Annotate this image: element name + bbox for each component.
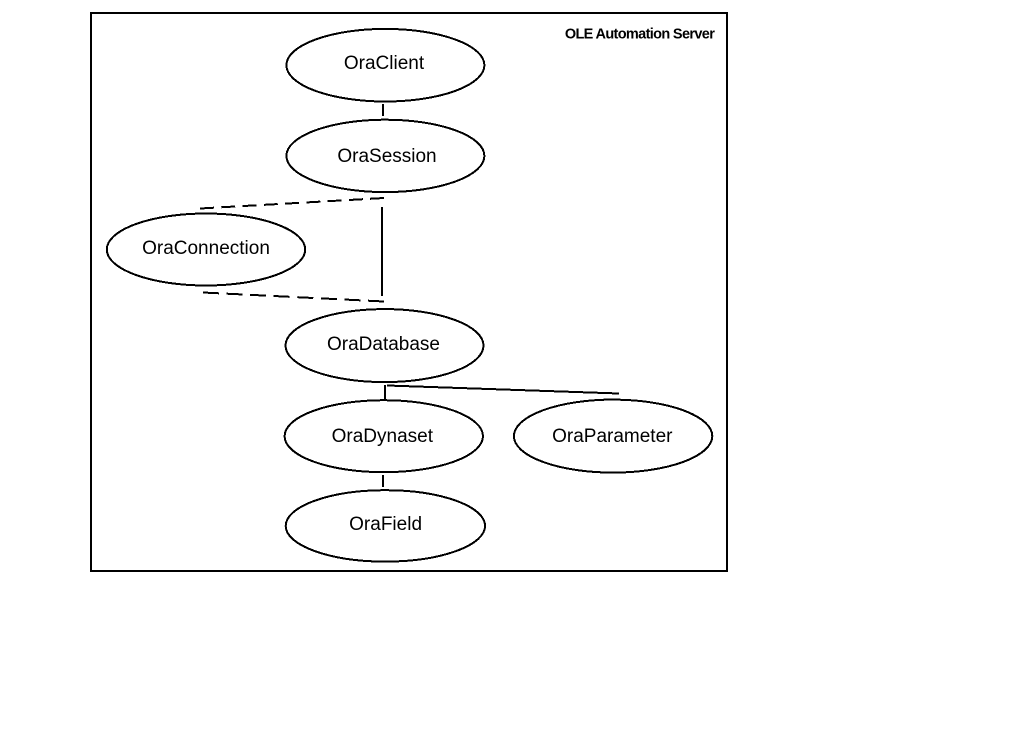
svg-text:OraDynaset: OraDynaset bbox=[332, 426, 434, 447]
svg-text:OraDatabase: OraDatabase bbox=[327, 334, 440, 355]
svg-text:OraClient: OraClient bbox=[344, 53, 425, 74]
svg-text:OLE Automation Server: OLE Automation Server bbox=[565, 27, 715, 43]
svg-text:OraField: OraField bbox=[349, 514, 422, 535]
svg-text:OraConnection: OraConnection bbox=[142, 238, 270, 259]
svg-text:OraSession: OraSession bbox=[337, 146, 436, 167]
svg-text:OraParameter: OraParameter bbox=[552, 426, 673, 447]
